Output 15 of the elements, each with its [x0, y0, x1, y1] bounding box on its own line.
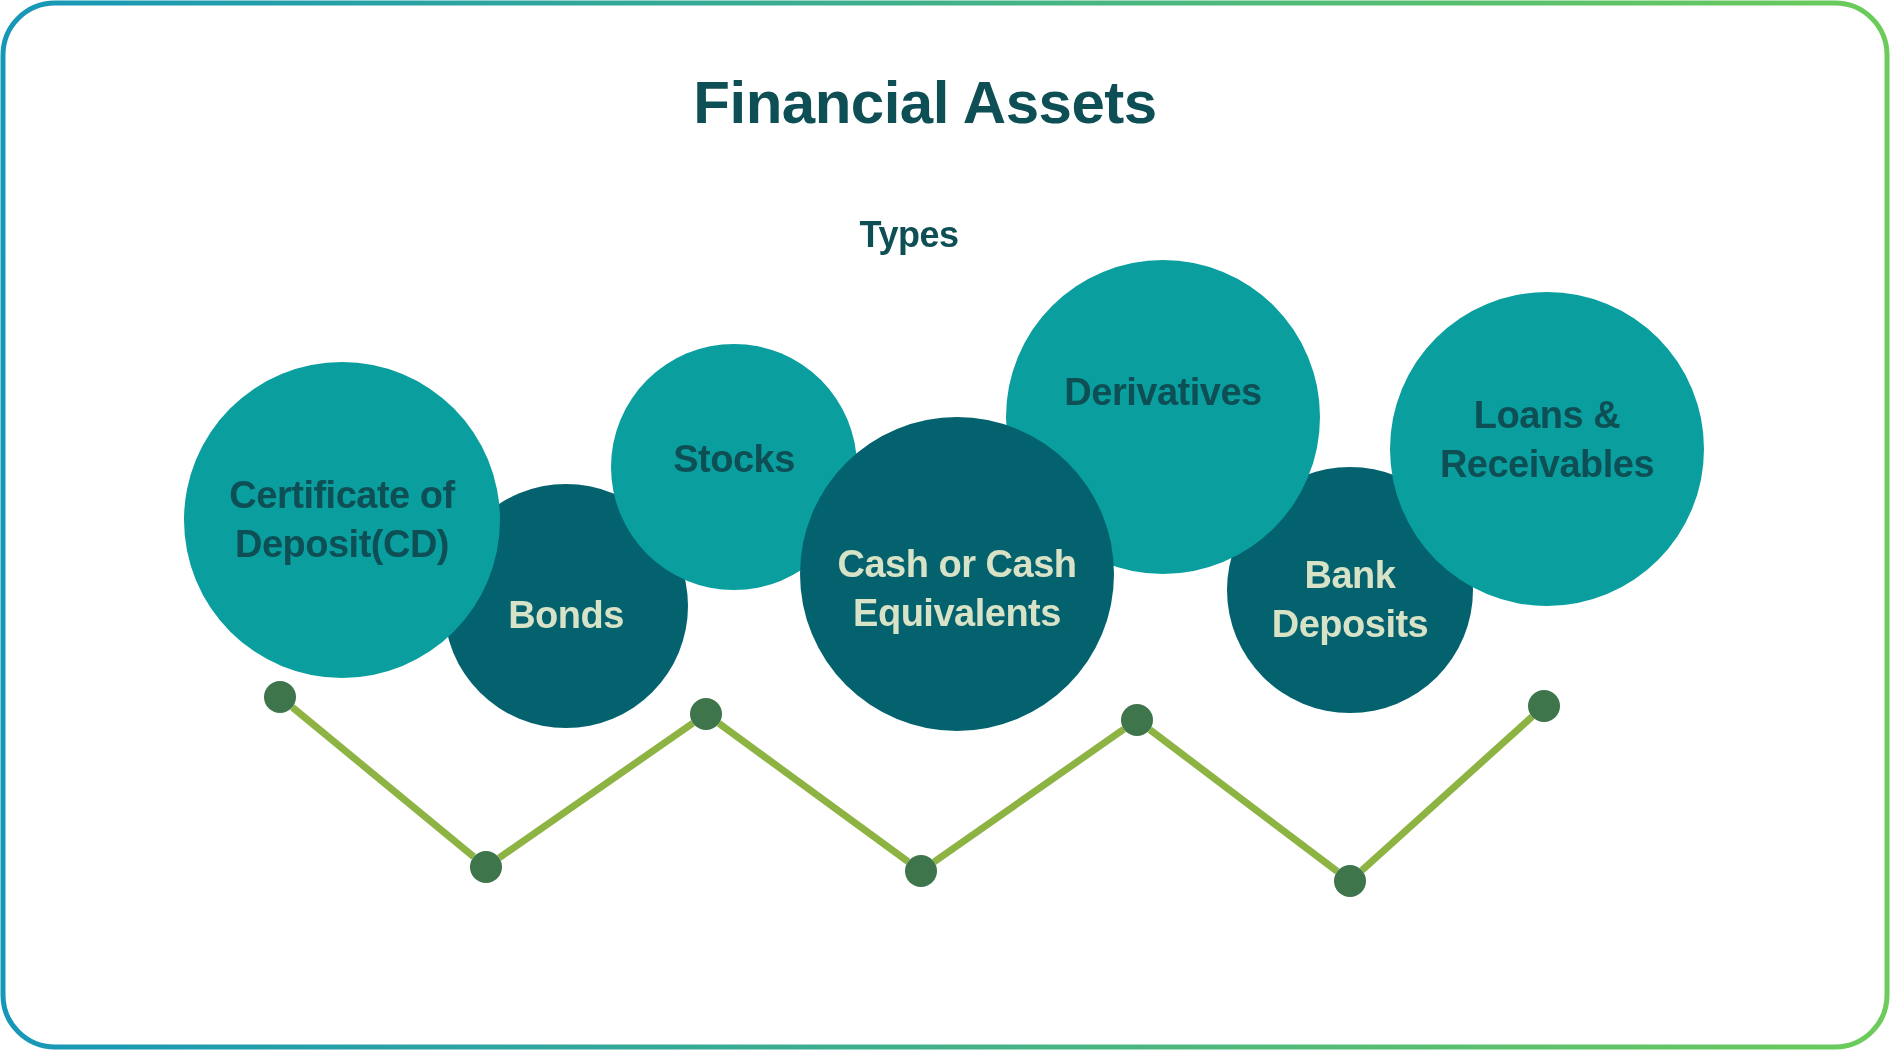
circle-label: Certificate of Deposit(CD): [228, 472, 457, 567]
circle-label: Bank Deposits: [1270, 552, 1430, 647]
connector-line: [932, 726, 1126, 865]
circle-label: Bonds: [508, 593, 624, 639]
connector-line: [716, 720, 911, 865]
subtitle: Types: [859, 217, 959, 253]
circle-label: Stocks: [673, 437, 795, 483]
connector-line: [1359, 714, 1535, 873]
circle-label: Derivatives: [1064, 370, 1262, 416]
circle-label: Loans & Receivables: [1438, 392, 1656, 487]
connector-line: [290, 704, 476, 860]
connector-line: [1147, 726, 1340, 875]
title: Financial Assets: [693, 73, 1157, 133]
circle-label: Cash or Cash Equivalents: [836, 541, 1078, 636]
connector-line: [497, 720, 695, 861]
